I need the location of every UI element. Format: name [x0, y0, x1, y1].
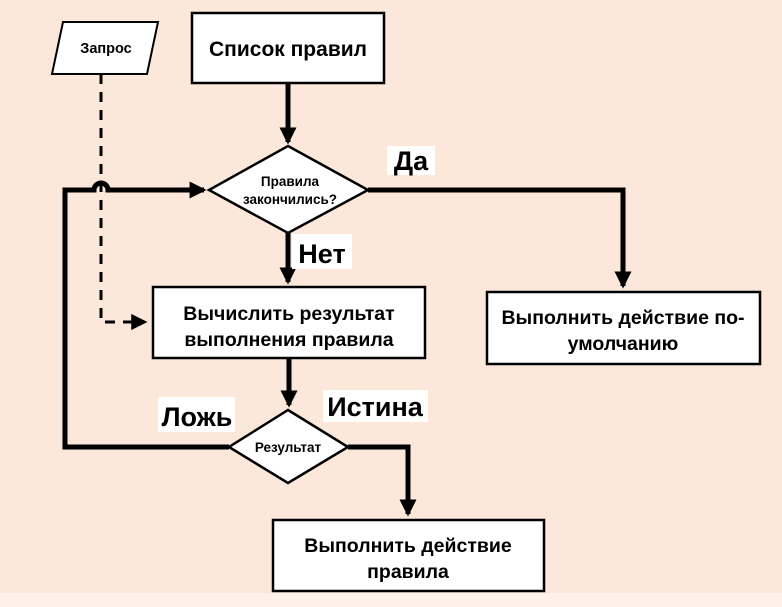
edge-yes-to-default-action: [368, 187, 632, 289]
label-true-text: Истина: [327, 392, 424, 422]
default-action-rect: [485, 290, 762, 366]
label-no-bg: [292, 234, 352, 269]
bottom-strip: [0, 593, 782, 607]
rules-finished-line2: закончились?: [243, 192, 337, 207]
compute-result-rect: [151, 285, 427, 360]
rule-action-node: Выполнить действие правила: [271, 518, 546, 593]
edge-false-loop-to-decision: [62, 180, 229, 450]
rules-finished-decision: Правила закончились?: [206, 144, 371, 235]
result-diamond: [226, 408, 351, 485]
rule-list-label: Список правил: [209, 38, 367, 61]
rule-list-node: Список правил: [190, 11, 386, 85]
compute-result-line1: Вычислить результат: [183, 303, 394, 325]
label-false-bg: [158, 397, 235, 432]
request-label: Запрос: [80, 41, 132, 57]
rule-action-rect: [271, 518, 546, 593]
rule-action-line1: Выполнить действие: [304, 535, 512, 557]
label-yes-bg: [387, 146, 435, 175]
request-parallelogram: [50, 21, 160, 75]
label-true: Истина: [323, 390, 428, 422]
rule-list-rect: [190, 11, 386, 85]
compute-result-node: Вычислить результат выполнения правила: [151, 285, 427, 360]
compute-result-line2: выполнения правила: [184, 329, 393, 351]
rules-finished-diamond: [206, 144, 371, 235]
label-true-bg: [323, 390, 428, 422]
label-false-text: Ложь: [162, 402, 233, 432]
rule-action-line2: правила: [367, 561, 449, 583]
request-node: Запрос: [50, 21, 160, 75]
label-no-text: Нет: [298, 239, 345, 269]
edge-request-to-compute-dashed: [99, 74, 148, 331]
label-yes: Да: [387, 146, 435, 176]
result-label: Результат: [255, 440, 322, 455]
edge-true-to-rule-action: [348, 444, 417, 517]
rules-finished-line1: Правила: [261, 174, 320, 189]
default-action-node: Выполнить действие по- умолчанию: [485, 290, 762, 366]
label-no: Нет: [292, 234, 352, 269]
label-yes-text: Да: [394, 146, 429, 176]
label-false: Ложь: [158, 397, 235, 432]
default-action-line1: Выполнить действие по-: [501, 307, 744, 329]
result-decision: Результат: [226, 408, 351, 485]
default-action-line2: умолчанию: [568, 333, 679, 355]
